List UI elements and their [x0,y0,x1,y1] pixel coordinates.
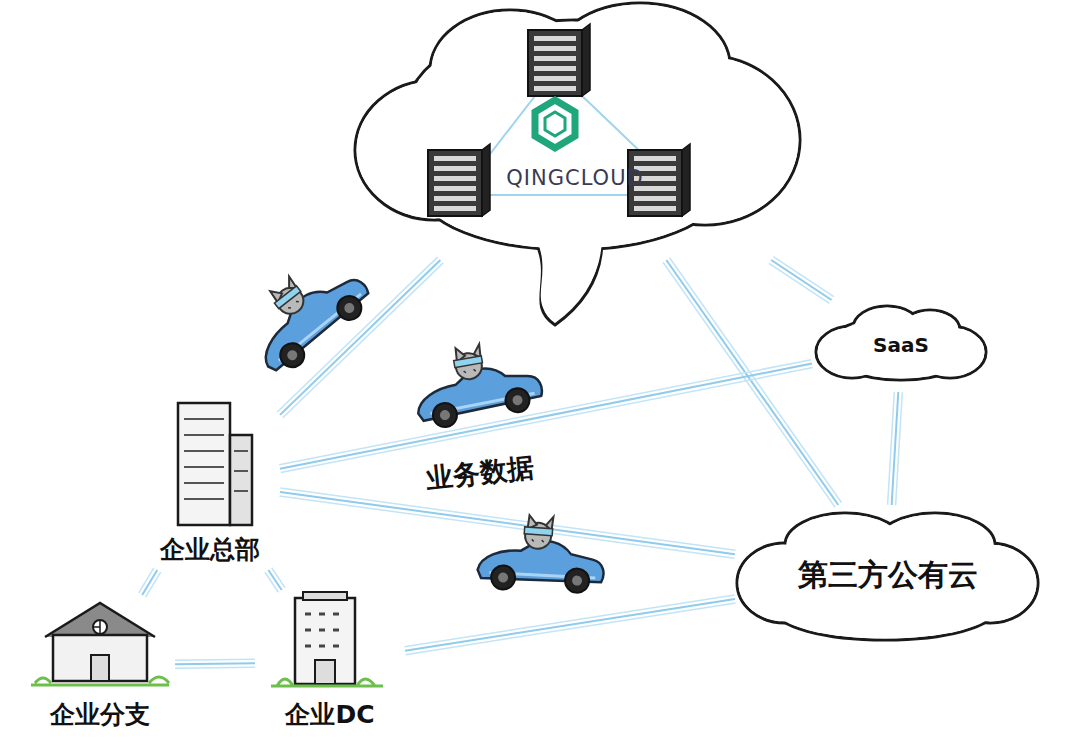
cloud-outline [340,0,810,260]
dc-building [255,590,405,690]
hq-building [140,395,280,530]
connector [175,659,255,668]
connector [404,595,735,655]
node-label: 企业总部 [140,533,280,566]
branch-house [25,595,175,690]
saas-cloud: SaaS [812,300,990,392]
headquarters: 企业总部 [140,395,280,570]
flow-label: 业务数据 [420,449,539,497]
connector [139,568,161,597]
connector [279,488,735,558]
connector [888,392,903,505]
node-label: 企业分支 [25,698,175,731]
branch-office: 企业分支 [25,595,175,735]
node-label: QINGCLOUD [340,166,810,190]
connector [279,360,813,473]
node-label: 企业DC [255,698,405,731]
connector [663,258,842,508]
connector [769,257,834,304]
node-label: SaaS [812,333,990,357]
connector [265,568,285,592]
public-cloud: 第三方公有云 [735,505,1040,645]
node-label: 第三方公有云 [735,555,1040,596]
data-center: 企业DC [255,590,405,735]
cloud-platform: QINGCLOUD [340,0,810,260]
